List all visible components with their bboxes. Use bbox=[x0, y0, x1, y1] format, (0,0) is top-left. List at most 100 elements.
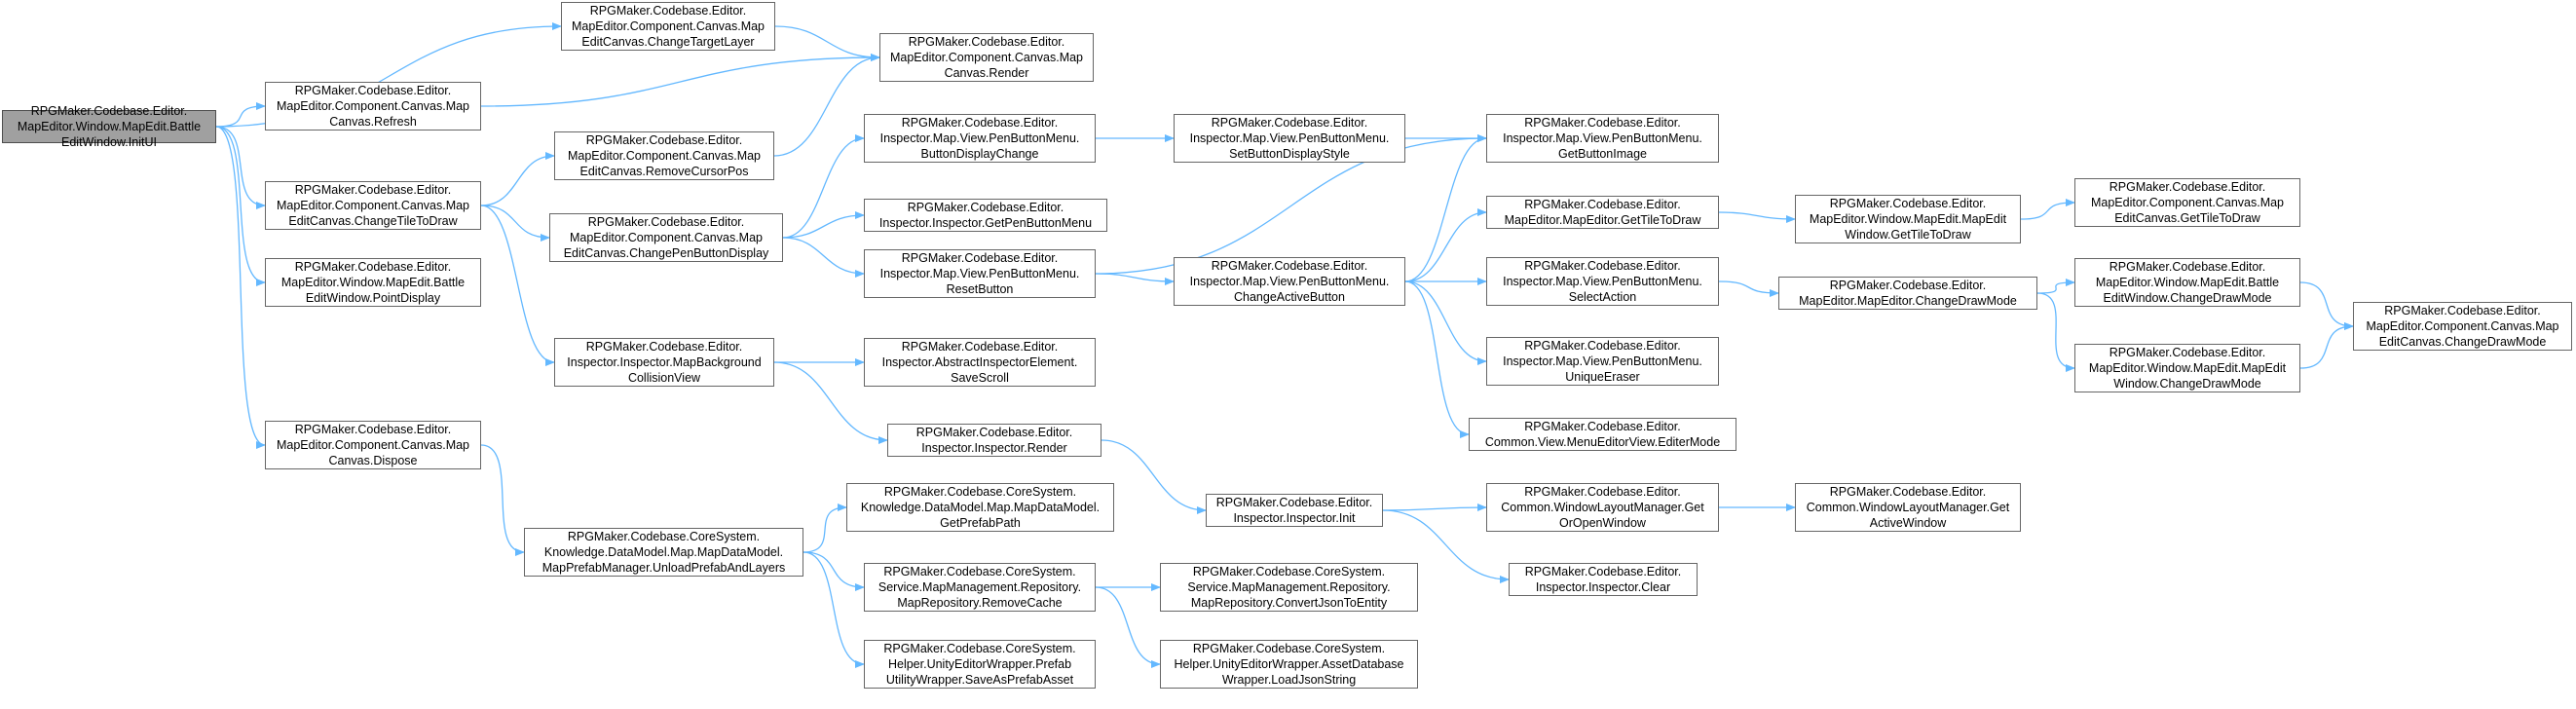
graph-node-label: RPGMaker.Codebase.CoreSystem. Knowledge.… bbox=[860, 485, 1101, 530]
call-edge-n25-n31 bbox=[1718, 211, 1796, 223]
graph-node-label: RPGMaker.Codebase.Editor. MapEditor.MapE… bbox=[1504, 198, 1701, 227]
graph-node[interactable]: RPGMaker.Codebase.CoreSystem. Helper.Uni… bbox=[864, 640, 1096, 689]
graph-node[interactable]: RPGMaker.Codebase.Editor. MapEditor.MapE… bbox=[1486, 196, 1719, 229]
graph-node-label: RPGMaker.Codebase.Editor. Inspector.Map.… bbox=[879, 251, 1080, 296]
graph-node[interactable]: RPGMaker.Codebase.Editor. MapEditor.Comp… bbox=[2074, 178, 2300, 227]
graph-node[interactable]: RPGMaker.Codebase.Editor. MapEditor.Comp… bbox=[2353, 302, 2572, 351]
call-edge-n20-n24 bbox=[1404, 134, 1487, 282]
graph-node[interactable]: RPGMaker.Codebase.Editor. Inspector.Insp… bbox=[1509, 563, 1698, 596]
graph-node[interactable]: RPGMaker.Codebase.Editor. MapEditor.Wind… bbox=[1795, 195, 2021, 243]
graph-node-label: RPGMaker.Codebase.Editor. Inspector.Insp… bbox=[915, 426, 1073, 455]
graph-node[interactable]: RPGMaker.Codebase.Editor. MapEditor.Comp… bbox=[549, 213, 783, 262]
graph-node[interactable]: RPGMaker.Codebase.Editor. Inspector.Map.… bbox=[1174, 114, 1405, 163]
call-edge-n6-n10 bbox=[773, 54, 880, 157]
graph-node-label: RPGMaker.Codebase.Editor. MapEditor.MapE… bbox=[1799, 279, 2017, 308]
graph-node-label: RPGMaker.Codebase.Editor. Inspector.Insp… bbox=[1215, 496, 1373, 525]
call-edge-n1-n10 bbox=[774, 25, 880, 61]
graph-node-label: RPGMaker.Codebase.Editor. Inspector.Map.… bbox=[879, 116, 1080, 161]
call-edge-n0-n3 bbox=[215, 126, 266, 209]
graph-node[interactable]: RPGMaker.Codebase.CoreSystem. Service.Ma… bbox=[864, 563, 1096, 612]
call-edge-n9-n18 bbox=[803, 551, 865, 668]
graph-node[interactable]: RPGMaker.Codebase.Editor. Common.View.Me… bbox=[1469, 418, 1736, 451]
graph-node[interactable]: RPGMaker.Codebase.Editor. MapEditor.Comp… bbox=[561, 2, 775, 51]
graph-node-label: RPGMaker.Codebase.CoreSystem. Helper.Uni… bbox=[883, 642, 1076, 687]
graph-node[interactable]: RPGMaker.Codebase.Editor. MapEditor.Wind… bbox=[265, 258, 481, 307]
graph-node[interactable]: RPGMaker.Codebase.Editor. Inspector.Map.… bbox=[864, 114, 1096, 163]
graph-node[interactable]: RPGMaker.Codebase.CoreSystem. Service.Ma… bbox=[1160, 563, 1418, 612]
graph-node[interactable]: RPGMaker.Codebase.Editor. Inspector.Insp… bbox=[1206, 494, 1383, 527]
graph-node-label: RPGMaker.Codebase.Editor. Inspector.Abst… bbox=[881, 340, 1078, 385]
call-edge-n7-n13 bbox=[782, 237, 865, 278]
call-edge-n32-n35 bbox=[2036, 279, 2075, 294]
graph-node[interactable]: RPGMaker.Codebase.CoreSystem. Knowledge.… bbox=[524, 528, 803, 577]
call-edge-n26-n32 bbox=[1718, 280, 1779, 297]
graph-node-label: RPGMaker.Codebase.Editor. MapEditor.Comp… bbox=[276, 423, 470, 467]
graph-node[interactable]: RPGMaker.Codebase.Editor. Inspector.Insp… bbox=[554, 338, 774, 387]
graph-node[interactable]: RPGMaker.Codebase.Editor. Inspector.Map.… bbox=[864, 249, 1096, 298]
graph-node-label: RPGMaker.Codebase.Editor. Inspector.Map.… bbox=[1189, 116, 1390, 161]
graph-node[interactable]: RPGMaker.Codebase.Editor. Inspector.Abst… bbox=[864, 338, 1096, 387]
graph-node[interactable]: RPGMaker.Codebase.Editor. Inspector.Map.… bbox=[1486, 257, 1719, 306]
graph-node-label: RPGMaker.Codebase.Editor. Inspector.Insp… bbox=[878, 201, 1093, 230]
graph-node-label: RPGMaker.Codebase.CoreSystem. Helper.Uni… bbox=[1174, 642, 1404, 687]
call-edge-n2-n10 bbox=[480, 54, 880, 107]
graph-node-label: RPGMaker.Codebase.Editor. Inspector.Map.… bbox=[1189, 259, 1390, 304]
graph-node[interactable]: RPGMaker.Codebase.Editor. Common.WindowL… bbox=[1486, 483, 1719, 532]
graph-node[interactable]: RPGMaker.Codebase.Editor. MapEditor.Comp… bbox=[265, 181, 481, 230]
call-edge-n35-n37 bbox=[2299, 281, 2354, 330]
call-edge-n21-n30 bbox=[1382, 509, 1510, 583]
call-edge-n21-n29 bbox=[1382, 504, 1487, 512]
graph-node-label: RPGMaker.Codebase.Editor. MapEditor.Comp… bbox=[567, 133, 762, 178]
graph-node[interactable]: RPGMaker.Codebase.Editor. MapEditor.Comp… bbox=[265, 82, 481, 131]
call-edge-n17-n23 bbox=[1095, 586, 1161, 668]
graph-node-label: RPGMaker.Codebase.Editor. MapEditor.Comp… bbox=[2090, 180, 2285, 225]
call-edge-n15-n21 bbox=[1101, 439, 1207, 514]
graph-node-root[interactable]: RPGMaker.Codebase.Editor. MapEditor.Wind… bbox=[2, 104, 216, 149]
graph-node[interactable]: RPGMaker.Codebase.Editor. MapEditor.Comp… bbox=[265, 421, 481, 469]
call-edge-n36-n37 bbox=[2299, 322, 2354, 369]
graph-node[interactable]: RPGMaker.Codebase.Editor. Common.WindowL… bbox=[1795, 483, 2021, 532]
graph-node-label: RPGMaker.Codebase.Editor. MapEditor.Wind… bbox=[2088, 346, 2287, 391]
graph-node[interactable]: RPGMaker.Codebase.Editor. Inspector.Map.… bbox=[1174, 257, 1405, 306]
call-edge-n32-n36 bbox=[2036, 292, 2075, 372]
call-edge-n20-n28 bbox=[1404, 280, 1470, 438]
graph-node[interactable]: RPGMaker.Codebase.CoreSystem. Knowledge.… bbox=[846, 483, 1114, 532]
graph-node-label: RPGMaker.Codebase.Editor. MapEditor.Wind… bbox=[2095, 260, 2280, 305]
graph-node-label: RPGMaker.Codebase.Editor. MapEditor.Wind… bbox=[280, 260, 466, 305]
graph-node-label: RPGMaker.Codebase.Editor. Inspector.Map.… bbox=[1503, 259, 1702, 304]
graph-node-label: RPGMaker.Codebase.Editor. Inspector.Map.… bbox=[1503, 339, 1702, 384]
graph-node[interactable]: RPGMaker.Codebase.Editor. MapEditor.MapE… bbox=[1778, 277, 2037, 310]
graph-node-label: RPGMaker.Codebase.Editor. MapEditor.Comp… bbox=[571, 4, 765, 49]
graph-node[interactable]: RPGMaker.Codebase.Editor. MapEditor.Comp… bbox=[554, 131, 774, 180]
call-edge-n0-n2 bbox=[215, 102, 266, 128]
graph-node[interactable]: RPGMaker.Codebase.Editor. Inspector.Insp… bbox=[864, 199, 1107, 232]
call-edge-n3-n6 bbox=[480, 152, 555, 206]
call-edge-n0-n4 bbox=[215, 126, 266, 286]
graph-node[interactable]: RPGMaker.Codebase.Editor. MapEditor.Wind… bbox=[2074, 344, 2300, 392]
call-edge-n8-n15 bbox=[773, 361, 888, 444]
graph-node[interactable]: RPGMaker.Codebase.Editor. MapEditor.Wind… bbox=[2074, 258, 2300, 307]
graph-node-label: RPGMaker.Codebase.Editor. Common.WindowL… bbox=[1501, 485, 1704, 530]
edge-layer bbox=[215, 22, 2354, 668]
graph-node[interactable]: RPGMaker.Codebase.CoreSystem. Helper.Uni… bbox=[1160, 640, 1418, 689]
call-edge-n7-n11 bbox=[782, 134, 865, 239]
graph-node-label: RPGMaker.Codebase.Editor. Common.View.Me… bbox=[1484, 420, 1721, 449]
graph-node-label: RPGMaker.Codebase.Editor. MapEditor.Comp… bbox=[276, 84, 470, 129]
call-edge-n13-n20 bbox=[1095, 273, 1175, 285]
call-edge-n13-n24 bbox=[1095, 134, 1487, 275]
graph-node-label: RPGMaker.Codebase.Editor. MapEditor.Comp… bbox=[2366, 304, 2559, 349]
graph-node-label: RPGMaker.Codebase.Editor. MapEditor.Comp… bbox=[276, 183, 470, 228]
graph-node-label: RPGMaker.Codebase.CoreSystem. Service.Ma… bbox=[877, 565, 1082, 610]
call-edge-n0-n5 bbox=[215, 126, 266, 449]
graph-node[interactable]: RPGMaker.Codebase.Editor. Inspector.Map.… bbox=[1486, 114, 1719, 163]
call-edge-n3-n8 bbox=[480, 205, 555, 366]
call-edge-n9-n16 bbox=[803, 504, 847, 553]
call-edge-n5-n9 bbox=[480, 444, 525, 556]
graph-node-label: RPGMaker.Codebase.Editor. Inspector.Map.… bbox=[1503, 116, 1702, 161]
graph-node-label: RPGMaker.Codebase.Editor. Common.WindowL… bbox=[1806, 485, 2010, 530]
graph-node[interactable]: RPGMaker.Codebase.Editor. Inspector.Insp… bbox=[887, 424, 1101, 457]
call-edge-n7-n12 bbox=[782, 211, 865, 239]
graph-node-label: RPGMaker.Codebase.Editor. MapEditor.Wind… bbox=[1809, 197, 2007, 242]
graph-node[interactable]: RPGMaker.Codebase.Editor. Inspector.Map.… bbox=[1486, 337, 1719, 386]
graph-node[interactable]: RPGMaker.Codebase.Editor. MapEditor.Comp… bbox=[879, 33, 1094, 82]
